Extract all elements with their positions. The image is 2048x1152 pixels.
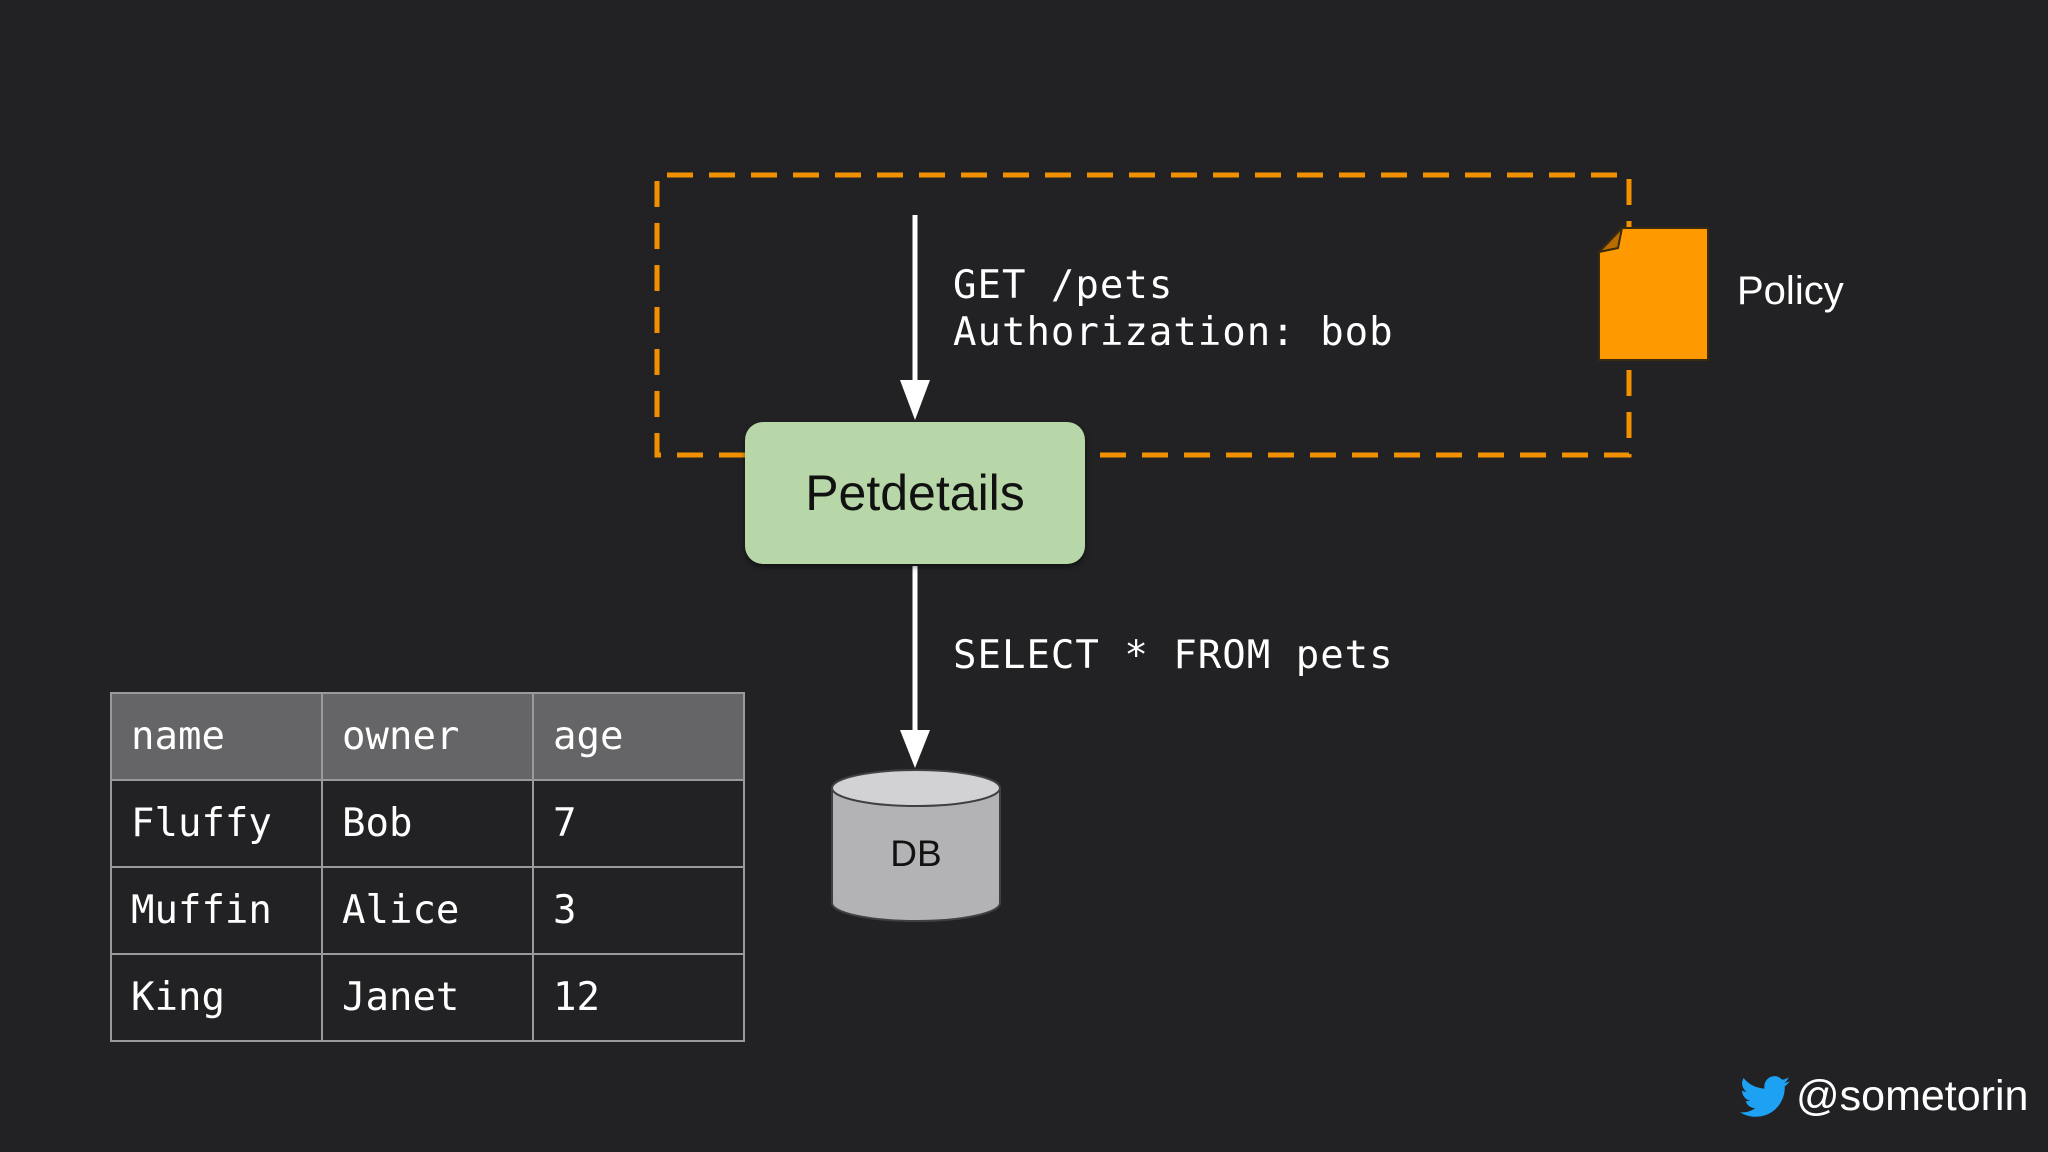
query-arrow [900,566,930,768]
column-header-age: age [532,692,745,781]
cell-age: 7 [532,779,745,868]
column-header-name: name [110,692,323,781]
database-label: DB [890,833,942,874]
request-arrow [900,215,930,420]
twitter-bird-icon [1740,1075,1790,1117]
cell-age: 3 [532,866,745,955]
cell-name: Fluffy [110,779,323,868]
twitter-handle-text: @sometorin [1796,1072,2029,1120]
database-cylinder-icon [831,769,1001,922]
table-header-row: name owner age [110,692,745,781]
service-name: Petdetails [805,465,1025,521]
cell-name: King [110,953,323,1042]
pets-table: name owner age Fluffy Bob 7 Muffin Alice… [110,692,745,1042]
cell-age: 12 [532,953,745,1042]
request-line-method: GET /pets [953,263,1174,308]
policy-boundary [654,172,1632,458]
document-icon [1596,224,1709,361]
cell-owner: Janet [321,953,534,1042]
table-row: Muffin Alice 3 [110,866,745,955]
column-header-owner: owner [321,692,534,781]
policy-label: Policy [1737,269,1844,313]
cell-name: Muffin [110,866,323,955]
petdetails-service-box: Petdetails [745,422,1085,564]
request-line-auth: Authorization: bob [953,310,1394,355]
query-label: SELECT * FROM pets [953,633,1394,678]
table-row: King Janet 12 [110,953,745,1042]
table-row: Fluffy Bob 7 [110,779,745,868]
cell-owner: Bob [321,779,534,868]
cell-owner: Alice [321,866,534,955]
twitter-handle: @sometorin [1740,1072,2028,1121]
